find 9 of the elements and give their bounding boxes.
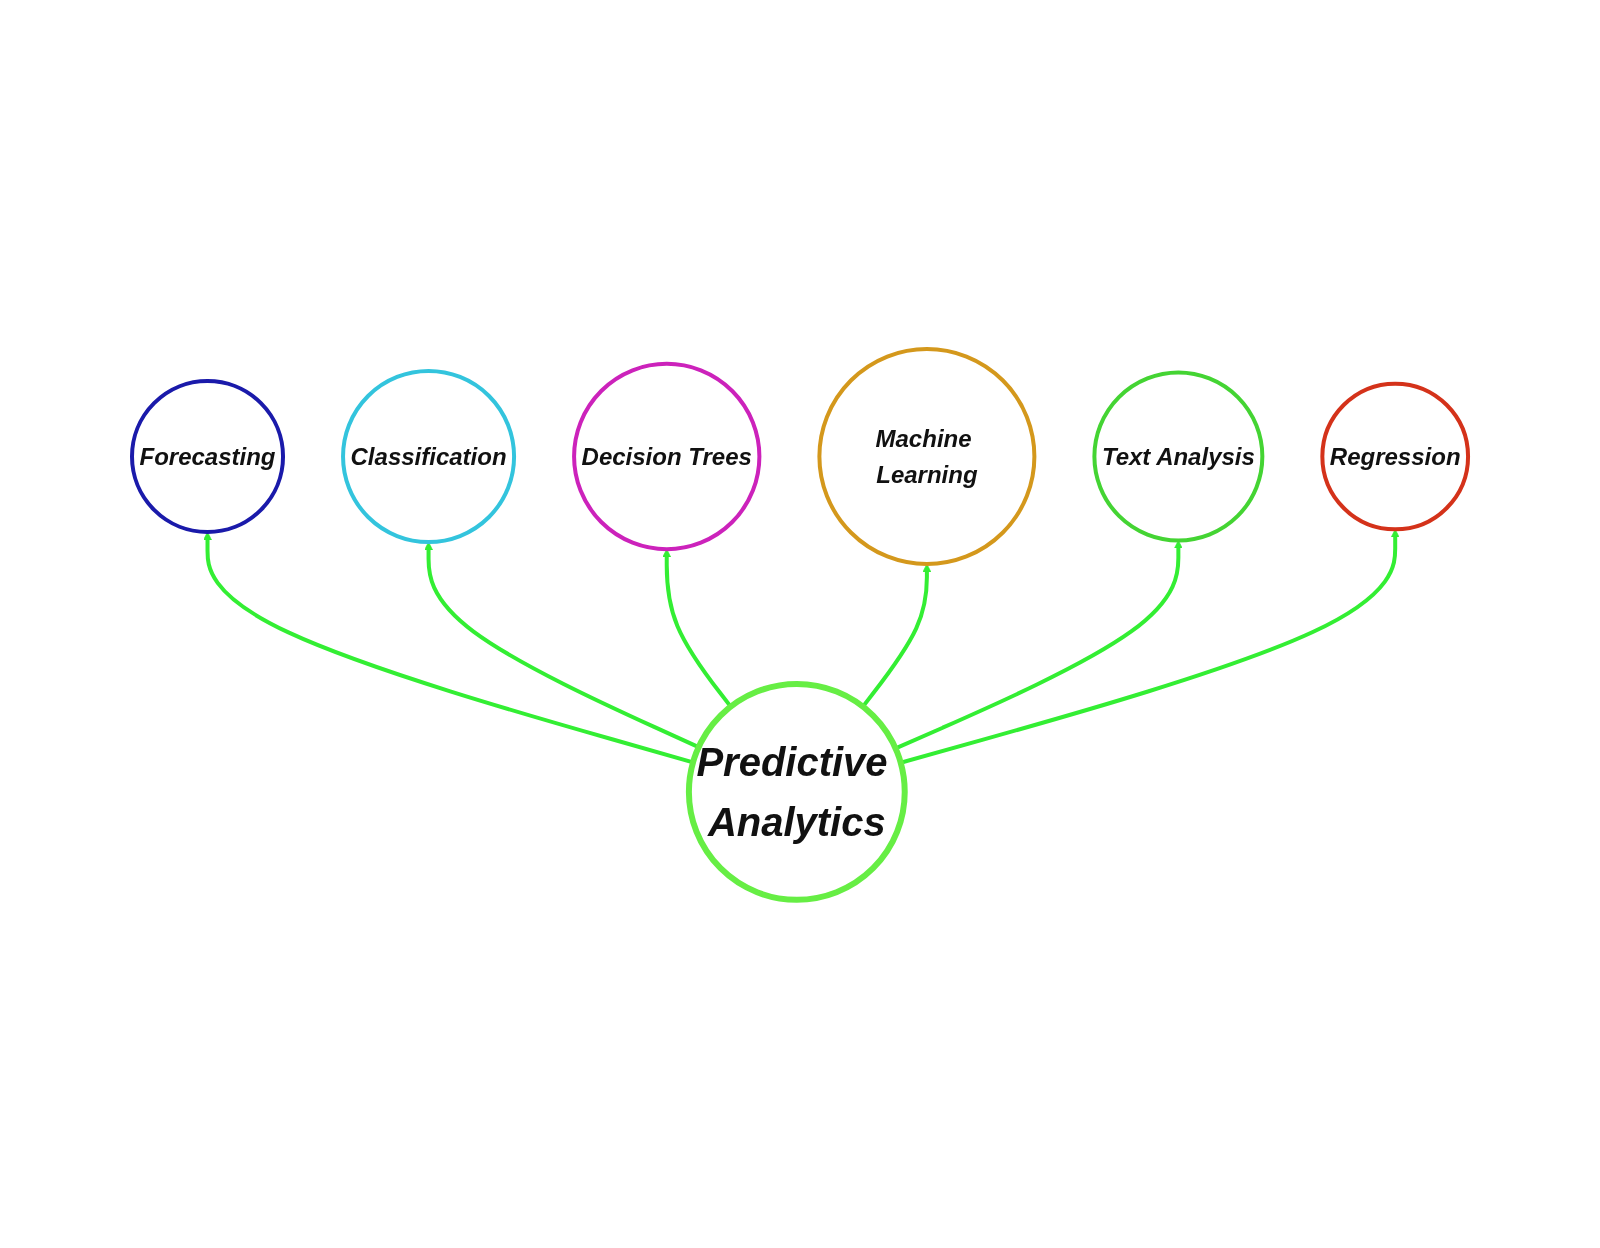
node-circle: Regression bbox=[1320, 381, 1471, 531]
node-circle: Classification bbox=[341, 368, 517, 544]
arrow bbox=[662, 548, 733, 708]
arrow bbox=[861, 563, 932, 708]
node-circle: Machine Learning bbox=[817, 346, 1037, 566]
node-circle: Forecasting bbox=[129, 378, 285, 534]
node-circle: Decision Trees bbox=[572, 361, 762, 551]
node-circle: Text Analysis bbox=[1092, 370, 1265, 543]
node-circle: Predictive Analytics bbox=[685, 680, 908, 903]
